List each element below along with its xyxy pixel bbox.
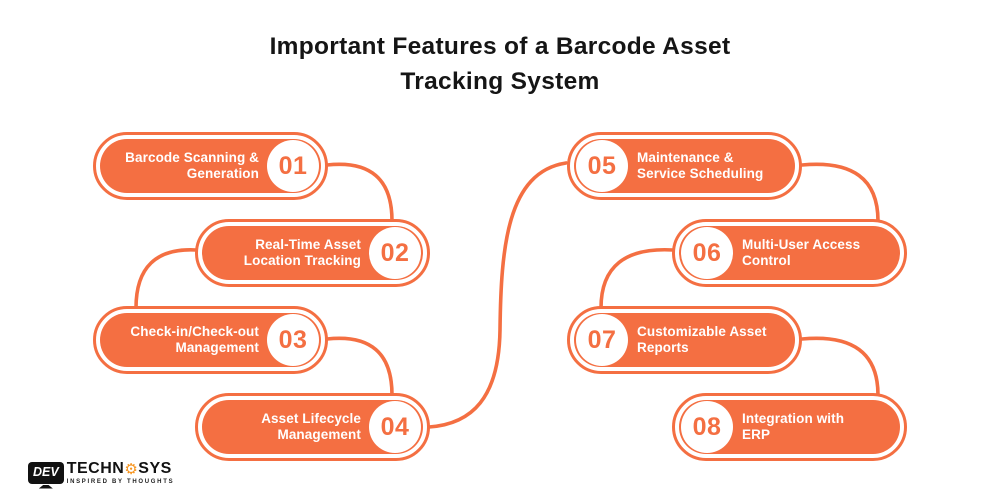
feature-label-06: Multi-User Access Control [742, 236, 861, 269]
devtechnosys-logo: DEV TECHN⚙SYS INSPIRED BY THOUGHTS [28, 461, 174, 485]
feature-pill-04: Asset Lifecycle Management 04 [195, 393, 430, 461]
gear-icon: ⚙ [124, 460, 139, 478]
logo-wordmark: TECHN⚙SYS INSPIRED BY THOUGHTS [66, 461, 175, 486]
connector-06-07 [599, 248, 675, 310]
feature-pill-03: Check-in/Check-out Management 03 [93, 306, 328, 374]
feature-label-05: Maintenance & Service Scheduling [637, 149, 764, 182]
feature-pill-07-body: Customizable Asset Reports 07 [574, 313, 795, 367]
feature-number-badge-04: 04 [369, 401, 421, 453]
feature-number-08: 08 [692, 412, 722, 441]
feature-number-06: 06 [692, 238, 722, 267]
logo-name-left: TECHN [66, 460, 125, 477]
feature-number-badge-01: 01 [267, 140, 319, 192]
feature-pill-07: Customizable Asset Reports 07 [567, 306, 802, 374]
feature-number-02: 02 [380, 238, 410, 267]
feature-number-badge-03: 03 [267, 314, 319, 366]
feature-label-08: Integration with ERP [742, 410, 845, 443]
feature-number-badge-06: 06 [681, 227, 733, 279]
feature-number-badge-07: 07 [576, 314, 628, 366]
feature-pill-01: Barcode Scanning & Generation 01 [93, 132, 328, 200]
page-title: Important Features of a Barcode Asset Tr… [269, 33, 731, 95]
feature-pill-06: Multi-User Access Control 06 [672, 219, 907, 287]
feature-number-03: 03 [278, 325, 308, 354]
connector-05-06 [800, 162, 880, 223]
connector-03-04 [325, 336, 394, 397]
feature-label-04: Asset Lifecycle Management [261, 410, 361, 443]
feature-label-03: Check-in/Check-out Management [130, 323, 259, 356]
logo-monitor-icon: DEV [28, 462, 64, 484]
connector-07-08 [800, 336, 880, 397]
feature-pill-08: Integration with ERP 08 [672, 393, 907, 461]
feature-label-02: Real-Time Asset Location Tracking [243, 236, 361, 269]
feature-number-05: 05 [587, 151, 617, 180]
connector-02-03 [134, 248, 198, 310]
feature-pill-05-body: Maintenance & Service Scheduling 05 [574, 139, 795, 193]
feature-pill-01-body: Barcode Scanning & Generation 01 [100, 139, 321, 193]
logo-name-right: SYS [138, 460, 172, 477]
feature-pill-02: Real-Time Asset Location Tracking 02 [195, 219, 430, 287]
feature-pill-02-body: Real-Time Asset Location Tracking 02 [202, 226, 423, 280]
logo-tagline: INSPIRED BY THOUGHTS [66, 479, 175, 485]
feature-number-badge-05: 05 [576, 140, 628, 192]
feature-pill-05: Maintenance & Service Scheduling 05 [567, 132, 802, 200]
feature-pill-04-body: Asset Lifecycle Management 04 [202, 400, 423, 454]
feature-number-01: 01 [278, 151, 308, 180]
feature-number-badge-02: 02 [369, 227, 421, 279]
feature-pill-08-body: Integration with ERP 08 [679, 400, 900, 454]
feature-number-badge-08: 08 [681, 401, 733, 453]
feature-label-07: Customizable Asset Reports [637, 323, 767, 356]
feature-pill-03-body: Check-in/Check-out Management 03 [100, 313, 321, 367]
logo-name: TECHN⚙SYS [67, 461, 175, 477]
feature-pill-06-body: Multi-User Access Control 06 [679, 226, 900, 280]
feature-label-01: Barcode Scanning & Generation [125, 149, 259, 182]
feature-number-07: 07 [587, 325, 617, 354]
connector-01-02 [325, 162, 394, 223]
connector-04-05 [427, 161, 568, 429]
feature-number-04: 04 [380, 412, 410, 441]
